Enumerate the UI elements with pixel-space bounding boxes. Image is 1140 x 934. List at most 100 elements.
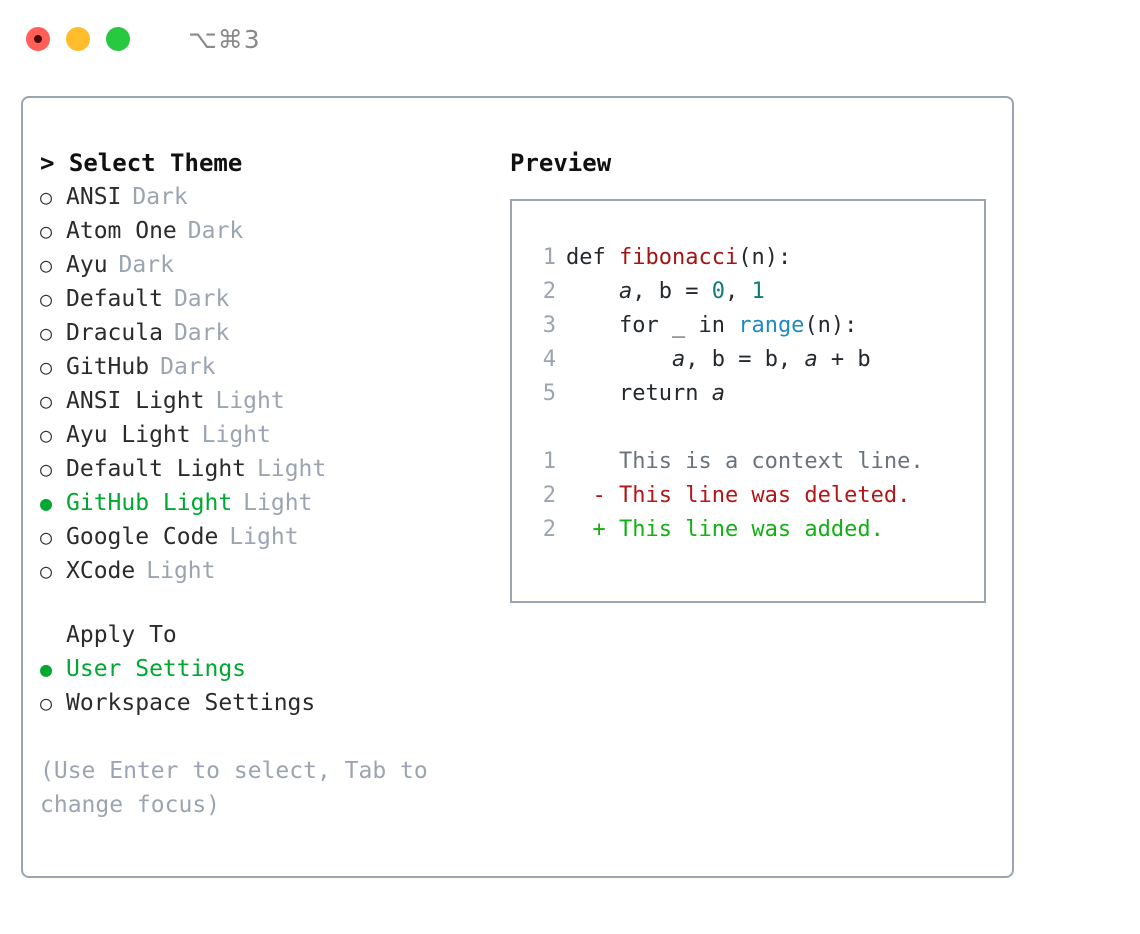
diff-line-content: - This line was deleted. <box>566 483 911 508</box>
code-token-var: a <box>618 279 633 304</box>
apply-to-option-label: User Settings <box>66 656 247 682</box>
theme-option-category: Light <box>146 558 216 584</box>
theme-option-label: Ayu <box>66 252 108 278</box>
code-token-var: a <box>711 381 725 406</box>
code-token-plain: for _ in <box>618 313 739 338</box>
theme-option-default[interactable]: ○ Default Dark <box>40 282 493 316</box>
theme-option-label: GitHub Light <box>66 490 233 516</box>
window-titlebar: ⌥⌘3 <box>0 0 1140 78</box>
help-hint-text: (Use Enter to select, Tab to change focu… <box>40 758 428 818</box>
radio-selected-icon: ● <box>40 657 53 681</box>
theme-option-category: Light <box>257 456 327 482</box>
code-line-content: for _ in range(n): <box>566 309 857 343</box>
diff-line-content: + This line was added. <box>566 517 884 542</box>
theme-option-category: Dark <box>173 286 230 312</box>
theme-option-label: Default Light <box>66 456 247 482</box>
theme-option-label: ANSI <box>66 184 122 210</box>
theme-option-ayu-light[interactable]: ○ Ayu Light Light <box>40 418 493 452</box>
code-token-plain: (n): <box>738 245 792 270</box>
radio-unselected-icon: ○ <box>40 185 53 209</box>
theme-option-category: Dark <box>160 354 216 380</box>
theme-option-ansi[interactable]: ○ ANSI Dark <box>40 180 493 214</box>
radio-unselected-icon: ○ <box>40 287 53 311</box>
theme-option-category: Dark <box>132 184 188 210</box>
code-token-num: 0 <box>711 279 725 304</box>
radio-unselected-icon: ○ <box>40 691 53 715</box>
code-token-var: a <box>671 347 686 372</box>
close-button[interactable] <box>26 27 50 51</box>
apply-to-option-list[interactable]: ● User Settings ○ Workspace Settings <box>40 652 493 720</box>
apply-to-option-user-settings[interactable]: ● User Settings <box>40 652 493 686</box>
preview-heading: Preview <box>510 149 612 177</box>
diff-line-del: 2 - This line was deleted. <box>526 479 984 513</box>
theme-option-category: Light <box>215 388 285 414</box>
code-line: 2 a, b = 0, 1 <box>526 275 984 309</box>
code-line-number: 4 <box>542 347 556 372</box>
code-diff-spacer <box>526 411 984 445</box>
radio-unselected-icon: ○ <box>40 457 53 481</box>
code-line-number: 5 <box>542 381 556 406</box>
theme-option-category: Dark <box>173 320 230 346</box>
theme-option-dracula[interactable]: ○ Dracula Dark <box>40 316 493 350</box>
code-line-content: a, b = b, a + b <box>566 343 871 377</box>
theme-option-ansi-light[interactable]: ○ ANSI Light Light <box>40 384 493 418</box>
theme-option-label: Atom One <box>66 218 177 244</box>
theme-option-category: Light <box>243 490 313 516</box>
keyboard-shortcut-label: ⌥⌘3 <box>188 24 261 54</box>
apply-to-heading: Apply To <box>66 622 177 648</box>
radio-unselected-icon: ○ <box>40 321 53 345</box>
diff-line-content: This is a context line. <box>566 449 924 474</box>
radio-unselected-icon: ○ <box>40 423 53 447</box>
code-line-number: 3 <box>542 313 556 338</box>
theme-option-label: Ayu Light <box>66 422 191 448</box>
code-token-plain: , <box>724 279 752 304</box>
diff-line-add: 2 + This line was added. <box>526 513 984 547</box>
select-theme-heading: > Select Theme <box>40 149 243 177</box>
radio-unselected-icon: ○ <box>40 559 53 583</box>
theme-option-label: ANSI Light <box>66 388 205 414</box>
diff-line-number: 2 <box>542 483 556 508</box>
diff-line-ctx: 1 This is a context line. <box>526 445 984 479</box>
zoom-button[interactable] <box>106 27 130 51</box>
theme-option-label: Default <box>66 286 163 312</box>
apply-to-option-label: Workspace Settings <box>66 690 316 716</box>
radio-unselected-icon: ○ <box>40 525 53 549</box>
radio-unselected-icon: ○ <box>40 389 53 413</box>
theme-option-label: XCode <box>66 558 136 584</box>
code-line: 3 for _ in range(n): <box>526 309 984 343</box>
theme-option-label: Google Code <box>66 524 219 550</box>
radio-selected-icon: ● <box>40 491 53 515</box>
radio-unselected-icon: ○ <box>40 355 53 379</box>
apply-to-option-workspace-settings[interactable]: ○ Workspace Settings <box>40 686 493 720</box>
code-token-kw: range <box>738 313 805 338</box>
diff-line-number: 2 <box>542 517 556 542</box>
minimize-button[interactable] <box>66 27 90 51</box>
theme-option-github[interactable]: ○ GitHub Dark <box>40 350 493 384</box>
radio-unselected-icon: ○ <box>40 219 53 243</box>
code-line: 5 return a <box>526 377 984 411</box>
code-token-plain: def <box>566 245 619 270</box>
theme-option-github-light[interactable]: ● GitHub Light Light <box>40 486 493 520</box>
code-line-number: 2 <box>542 279 556 304</box>
diff-line-number: 1 <box>542 449 556 474</box>
theme-option-default-light[interactable]: ○ Default Light Light <box>40 452 493 486</box>
code-token-plain: return <box>618 381 712 406</box>
code-token-plain: , b = b, <box>685 347 805 372</box>
theme-option-xcode[interactable]: ○ XCode Light <box>40 554 493 588</box>
theme-option-label: Dracula <box>66 320 163 346</box>
code-line-number: 1 <box>542 245 556 270</box>
theme-option-label: GitHub <box>66 354 150 380</box>
radio-unselected-icon: ○ <box>40 253 53 277</box>
code-token-plain: (n): <box>804 313 858 338</box>
theme-option-category: Light <box>201 422 271 448</box>
